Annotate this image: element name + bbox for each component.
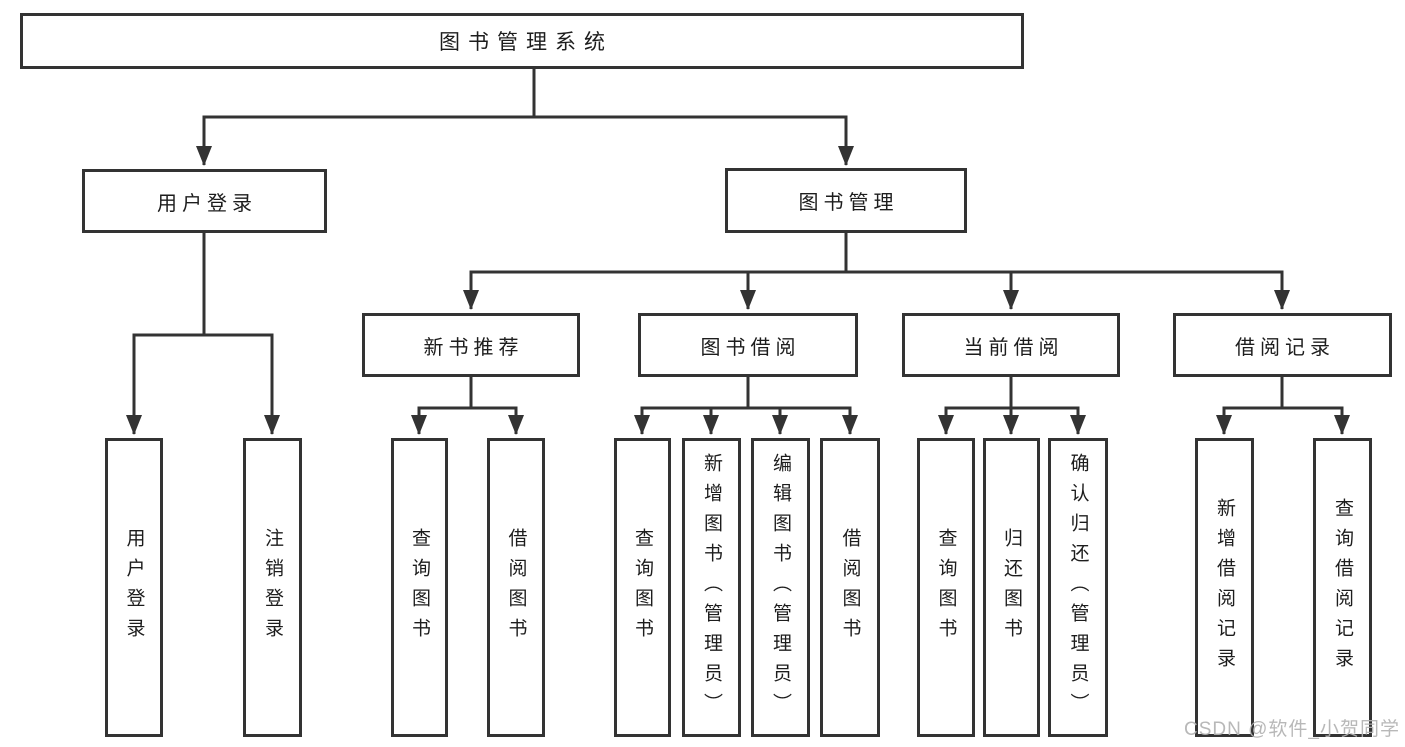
leaf-borrow-book: 借阅图书 (820, 438, 880, 737)
leaf-query-book-borrow: 查询图书 (614, 438, 671, 737)
watermark-text: CSDN @软件_小贺同学 (1184, 719, 1400, 740)
leaf-query-book-recommend: 查询图书 (391, 438, 448, 737)
node-user-login: 用户登录 (82, 169, 327, 233)
node-root: 图书管理系统 (20, 13, 1024, 69)
leaf-add-borrow-record: 新增借阅记录 (1195, 438, 1254, 737)
leaf-return-book: 归还图书 (983, 438, 1040, 737)
node-borrow-records: 借阅记录 (1173, 313, 1392, 377)
leaf-query-book-current: 查询图书 (917, 438, 975, 737)
leaf-logout-login: 注销登录 (243, 438, 302, 737)
leaf-user-login: 用户登录 (105, 438, 163, 737)
leaf-confirm-return-admin: 确认归还（管理员） (1048, 438, 1108, 737)
leaf-borrow-book-recommend: 借阅图书 (487, 438, 545, 737)
leaf-query-borrow-record: 查询借阅记录 (1313, 438, 1372, 737)
node-new-book-recommend: 新书推荐 (362, 313, 580, 377)
leaf-add-book-admin: 新增图书（管理员） (682, 438, 741, 737)
leaf-edit-book-admin: 编辑图书（管理员） (751, 438, 810, 737)
node-current-borrow: 当前借阅 (902, 313, 1120, 377)
node-book-management: 图书管理 (725, 168, 967, 233)
node-book-borrow: 图书借阅 (638, 313, 858, 377)
